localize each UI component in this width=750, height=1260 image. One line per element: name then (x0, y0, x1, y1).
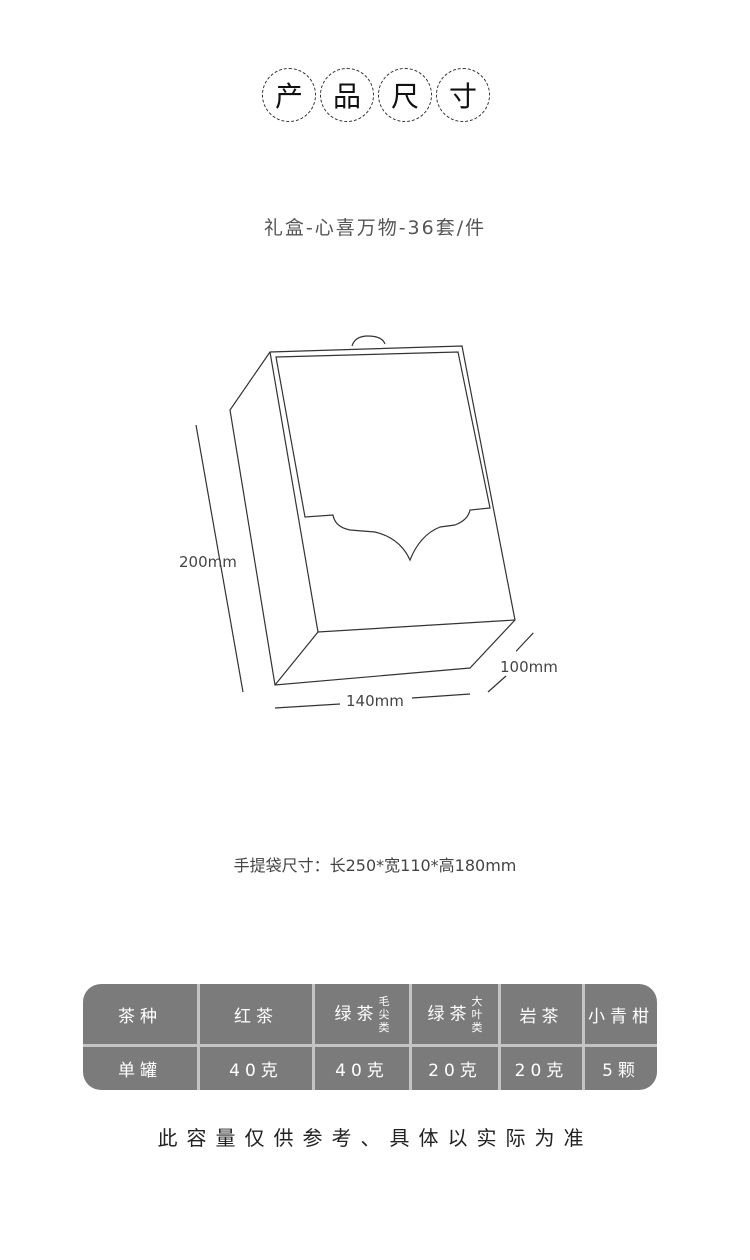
header-cell: 茶种 (83, 984, 200, 1047)
header-cell: 绿茶毛尖类 (312, 984, 412, 1047)
title-char: 品 (320, 68, 374, 122)
width-label: 140mm (346, 692, 404, 710)
value-cell: 5颗 (582, 1044, 657, 1090)
header-text: 绿茶 (427, 1004, 472, 1024)
table-row: 单罐 40克 40克 20克 20克 5颗 (83, 1044, 657, 1090)
disclaimer-note: 此容量仅供参考、具体以实际为准 (157, 1126, 593, 1150)
header-cell: 红茶 (197, 984, 315, 1047)
header-cell: 岩茶 (498, 984, 585, 1047)
header-cell: 小青柑 (582, 984, 657, 1047)
value-cell: 40克 (197, 1044, 315, 1090)
value-cell: 20克 (409, 1044, 501, 1090)
header-note: 毛尖类 (378, 994, 390, 1034)
header-text: 绿茶 (334, 1004, 379, 1024)
header-cell: 绿茶大叶类 (409, 984, 501, 1047)
value-cell: 40克 (312, 1044, 412, 1090)
product-subtitle: 礼盒-心喜万物-36套/件 (263, 217, 487, 239)
title-char: 产 (262, 68, 316, 122)
header-note: 大叶类 (471, 994, 483, 1034)
value-cell: 20克 (498, 1044, 585, 1090)
height-label: 200mm (179, 553, 237, 571)
box-diagram (195, 335, 534, 709)
depth-label: 100mm (500, 658, 558, 676)
title-char: 尺 (378, 68, 432, 122)
capacity-table: 茶种 红茶 绿茶毛尖类 绿茶大叶类 岩茶 小青柑 单罐 40克 40克 20克 … (83, 984, 657, 1090)
bag-size: 手提袋尺寸：长250*宽110*高180mm (233, 856, 517, 875)
row-label: 单罐 (83, 1044, 200, 1090)
table-header-row: 茶种 红茶 绿茶毛尖类 绿茶大叶类 岩茶 小青柑 (83, 984, 657, 1047)
title-char: 寸 (436, 68, 490, 122)
